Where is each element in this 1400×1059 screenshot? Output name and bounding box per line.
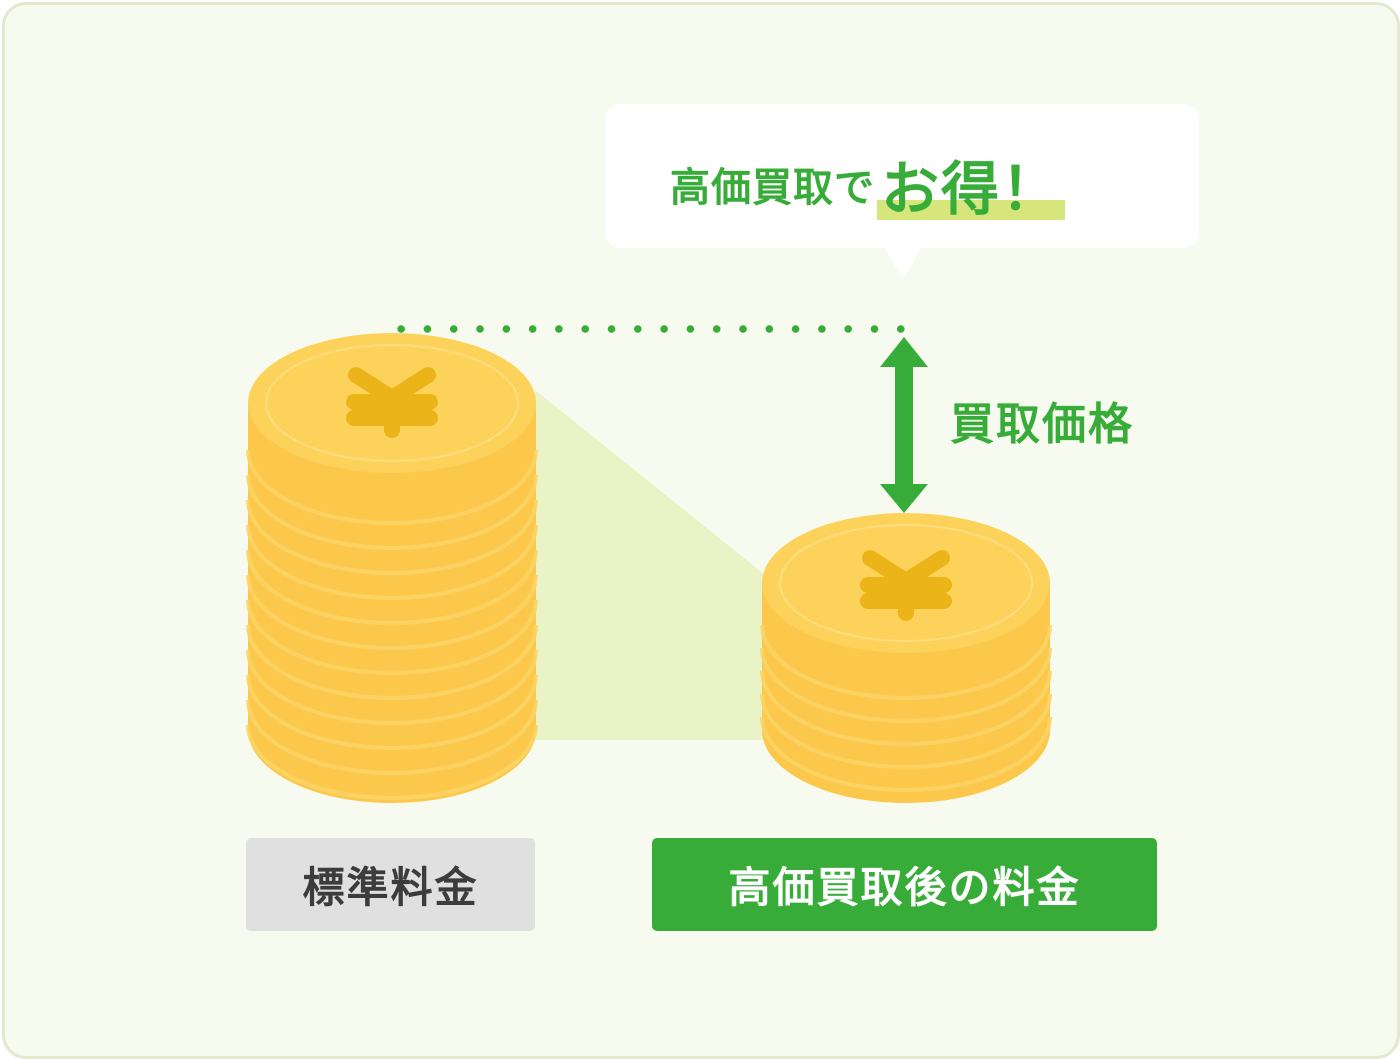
coin-stack-standard-icon [246,333,538,803]
double-headed-arrow-icon [880,337,928,513]
highlight-underline [877,200,1066,220]
bubble-headline: 高価買取で お得！ [670,138,1066,220]
bubble-text-emphasis: お得！ [875,160,1066,220]
after-buyback-price-label: 高価買取後の料金 [652,838,1157,931]
speech-bubble [606,104,1199,248]
buyback-price-label: 買取価格 [950,399,1134,450]
coin-stack-after-buyback-icon [760,513,1052,803]
bubble-text-prefix: 高価買取で [670,165,875,211]
standard-price-label: 標準料金 [246,838,535,931]
speech-bubble-tail [884,247,922,279]
dotted-reference-line [388,324,913,334]
